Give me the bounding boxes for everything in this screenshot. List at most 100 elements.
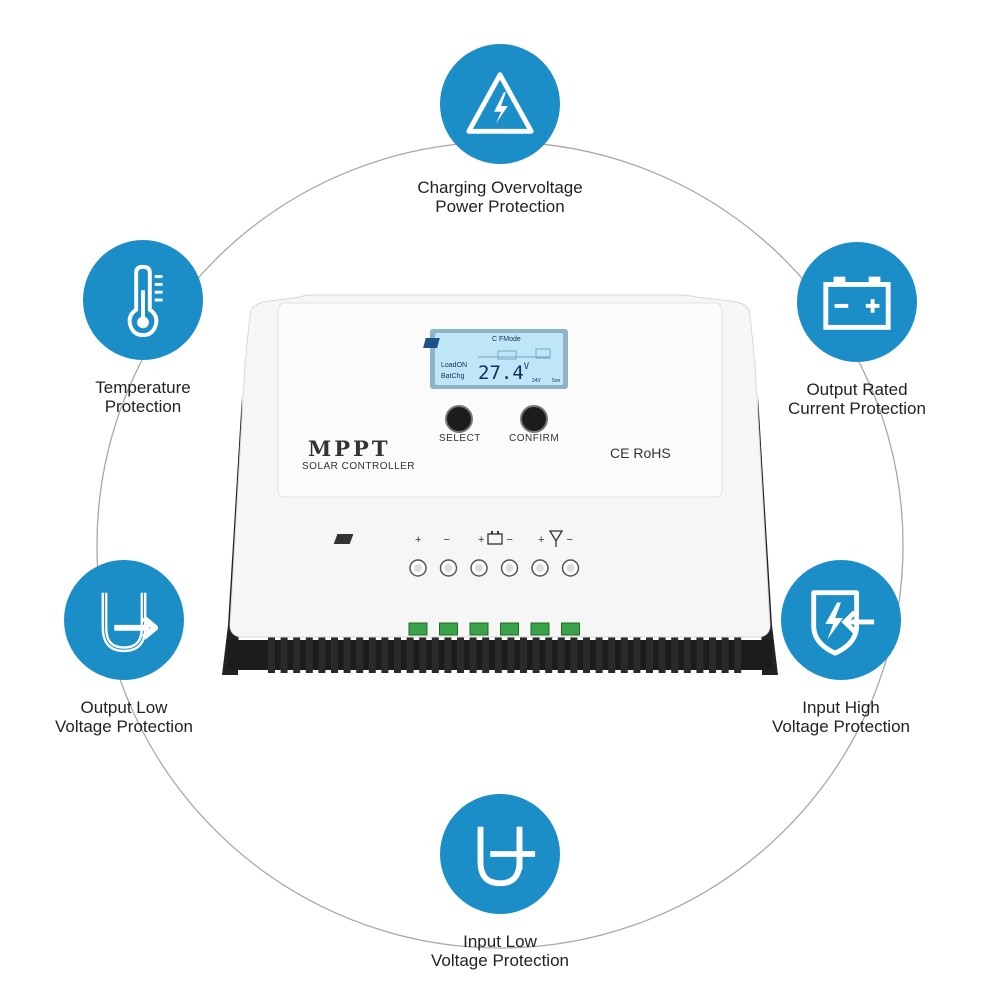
feature-caption: Temperature Protection <box>23 378 263 416</box>
heatsink-fin <box>633 637 641 673</box>
select-button[interactable] <box>445 405 473 433</box>
terminal-minus: − <box>443 534 450 546</box>
u-turn-arrow-icon <box>101 592 159 653</box>
terminal-minus: − <box>566 534 573 546</box>
terminal-plus: + <box>478 534 485 546</box>
terminal-signs-battery: +− <box>478 534 523 546</box>
heatsink-fin <box>683 637 691 673</box>
heatsink-fin <box>482 637 490 673</box>
lcd-reading: 27.4V <box>478 362 529 384</box>
heatsink-fin <box>532 637 540 673</box>
u-turn-plus-icon <box>477 826 536 887</box>
heatsink-fin <box>331 637 338 673</box>
terminal-block <box>500 622 519 636</box>
brand-logo: MPPT <box>308 436 391 461</box>
terminal-signs-load: +− <box>538 534 583 546</box>
feature-badge <box>797 242 917 362</box>
lcd-load-text: LoadON <box>441 362 468 369</box>
heatsink-fin <box>268 637 275 673</box>
heatsink-fin <box>469 637 477 673</box>
lcd-reading-unit: V <box>523 362 530 372</box>
brand-subtitle: SOLAR CONTROLLER <box>302 461 416 472</box>
heatsink-fin <box>646 637 653 673</box>
feature-temperature: Temperature Protection <box>23 240 263 416</box>
confirm-button-label: CONFIRM <box>509 433 560 444</box>
terminal-block <box>439 622 458 636</box>
screw-hole-inner <box>475 564 483 572</box>
heatsink-fin <box>734 637 742 673</box>
heatsink-fin <box>696 637 704 673</box>
screw-hole-inner <box>505 564 514 572</box>
feature-badge <box>440 794 560 914</box>
lcd-small-mode: 5on <box>552 378 561 384</box>
caption-line-1: Input High <box>802 698 880 717</box>
heatsink-fin <box>280 637 288 673</box>
heatsink-fin <box>293 637 301 673</box>
heatsink-fin <box>545 637 553 673</box>
feature-caption: Output Low Voltage Protection <box>4 698 244 736</box>
heatsink-fin <box>620 637 628 673</box>
feature-output-low-voltage: Output Low Voltage Protection <box>4 560 244 736</box>
terminal-plus: + <box>415 534 422 546</box>
front-panel <box>277 302 723 498</box>
heatsink-fin <box>595 637 603 673</box>
feature-caption: Charging Overvoltage Power Protection <box>380 178 620 216</box>
solar-panel-glyph <box>423 338 440 348</box>
caption-line-2: Voltage Protection <box>55 717 193 736</box>
battery-terminal-icon <box>487 531 503 545</box>
terminal-block <box>561 622 580 636</box>
load-lamp-terminal-icon <box>548 530 564 547</box>
feature-caption: Input High Voltage Protection <box>721 698 961 736</box>
heatsink-fin <box>318 637 326 673</box>
terminal-minus: − <box>506 534 513 546</box>
screw-hole-inner <box>414 564 422 572</box>
feature-caption: Output Rated Current Protection <box>737 380 977 418</box>
caption-line-2: Voltage Protection <box>431 951 569 970</box>
lcd-small-voltage: 24V <box>532 378 541 384</box>
heatsink-fin <box>368 637 376 673</box>
mppt-solar-controller <box>222 294 778 675</box>
heatsink-fin <box>431 637 439 673</box>
feature-badge <box>64 560 184 680</box>
terminal-block <box>408 622 428 636</box>
feature-input-high-voltage: Input High Voltage Protection <box>721 560 961 736</box>
select-button-label: SELECT <box>439 433 481 444</box>
feature-output-rated-current: Output Rated Current Protection <box>737 242 977 418</box>
heatsink-fin <box>557 637 565 673</box>
heatsink-fin <box>709 637 716 673</box>
feature-badge <box>440 44 560 164</box>
lcd-bat-text: BatChg <box>441 373 465 380</box>
heatsink-fin <box>444 637 452 673</box>
terminal-signs-solar: +− <box>415 534 460 546</box>
heatsink-fin <box>394 637 401 673</box>
caption-line-1: Temperature <box>95 378 191 397</box>
terminal-plus: + <box>538 534 545 546</box>
heatsink-fin <box>457 637 464 673</box>
voltage-warning-icon <box>466 72 534 134</box>
terminal-block <box>530 622 550 636</box>
heatsink-fin <box>570 637 578 673</box>
green-terminal-blocks <box>408 622 580 636</box>
lcd-mode-text: C FMode <box>492 336 521 343</box>
caption-line-1: Input Low <box>463 932 537 951</box>
screw-hole-inner <box>536 564 544 572</box>
heatsink-fin <box>671 637 679 673</box>
shield-bolt-icon <box>811 590 875 656</box>
solar-terminal-icon <box>333 534 354 544</box>
feature-input-low-voltage: Input Low Voltage Protection <box>380 794 620 970</box>
heatsink-fin <box>305 637 313 673</box>
lcd-reading-value: 27.4 <box>478 362 524 384</box>
screw-hole-inner <box>444 564 453 572</box>
caption-line-1: Output Rated <box>806 380 908 399</box>
thermometer-icon <box>127 264 163 338</box>
caption-line-2: Voltage Protection <box>772 717 910 736</box>
caption-line-1: Charging Overvoltage <box>417 178 583 197</box>
heatsink-fin <box>494 637 502 673</box>
feature-badge <box>781 560 901 680</box>
confirm-button[interactable] <box>520 405 548 433</box>
certification-marks: CE RoHS <box>610 445 671 461</box>
caption-line-2: Current Protection <box>788 399 926 418</box>
screw-hole-inner <box>566 564 575 572</box>
heatsink-fin <box>406 637 414 673</box>
heatsink-fin <box>608 637 616 673</box>
